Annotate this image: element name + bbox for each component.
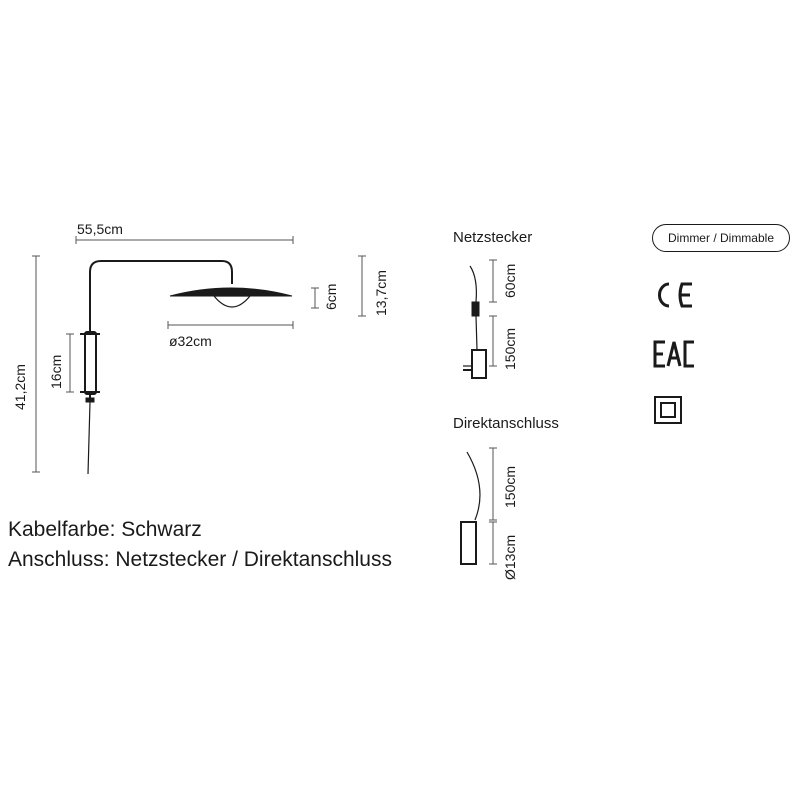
direct-cable	[466, 451, 481, 521]
wall-bracket	[84, 331, 97, 395]
lamp-shade	[169, 287, 293, 297]
dim-shade-height-label: 6cm	[323, 284, 339, 310]
direct-variant-title: Direktanschluss	[453, 415, 559, 432]
dim-width-label: 55,5cm	[77, 221, 123, 237]
lamp-arm	[89, 260, 233, 284]
stem-end-cap	[85, 397, 95, 403]
plug-lower-cable	[475, 315, 478, 351]
lamp-diffuser	[212, 295, 252, 308]
eac-mark	[653, 340, 694, 368]
power-cable	[87, 401, 91, 475]
caption-connection: Anschluss: Netzstecker / Direktanschluss	[8, 548, 392, 571]
junction-box	[460, 521, 477, 565]
plug-variant-title: Netzstecker	[453, 229, 532, 246]
direct-cable-label: 150cm	[502, 466, 518, 508]
direct-variant: Direktanschluss 150cm Ø13cm	[453, 415, 559, 580]
dim-bracket-height: 16cm	[48, 333, 74, 393]
plug-upper-cable-label: 60cm	[502, 264, 518, 298]
dim-shade-diameter: ø32cm	[167, 321, 294, 349]
dim-width: 55,5cm	[75, 221, 294, 244]
lamp-drawing	[80, 260, 293, 475]
dim-total-height: 41,2cm	[12, 255, 40, 473]
plug-variant: Netzstecker 60cm 150cm	[453, 229, 532, 379]
dim-bracket-height-label: 16cm	[48, 355, 64, 389]
ce-mark	[658, 282, 692, 308]
plug-lower-cable-label: 150cm	[502, 328, 518, 370]
caption-cable-color: Kabelfarbe: Schwarz	[8, 518, 202, 541]
inline-switch	[471, 301, 480, 317]
dim-arm-height: 13,7cm	[358, 255, 389, 317]
power-plug	[471, 349, 487, 379]
dimmer-badge: Dimmer / Dimmable	[652, 224, 790, 252]
plug-upper-cable	[469, 265, 477, 303]
dim-total-height-label: 41,2cm	[12, 364, 28, 410]
direct-box-diameter-label: Ø13cm	[502, 535, 518, 580]
class-ii-icon	[654, 396, 682, 424]
dim-shade-diameter-label: ø32cm	[169, 333, 212, 349]
dim-arm-height-label: 13,7cm	[373, 270, 389, 316]
dim-shade-height: 6cm	[311, 284, 339, 310]
